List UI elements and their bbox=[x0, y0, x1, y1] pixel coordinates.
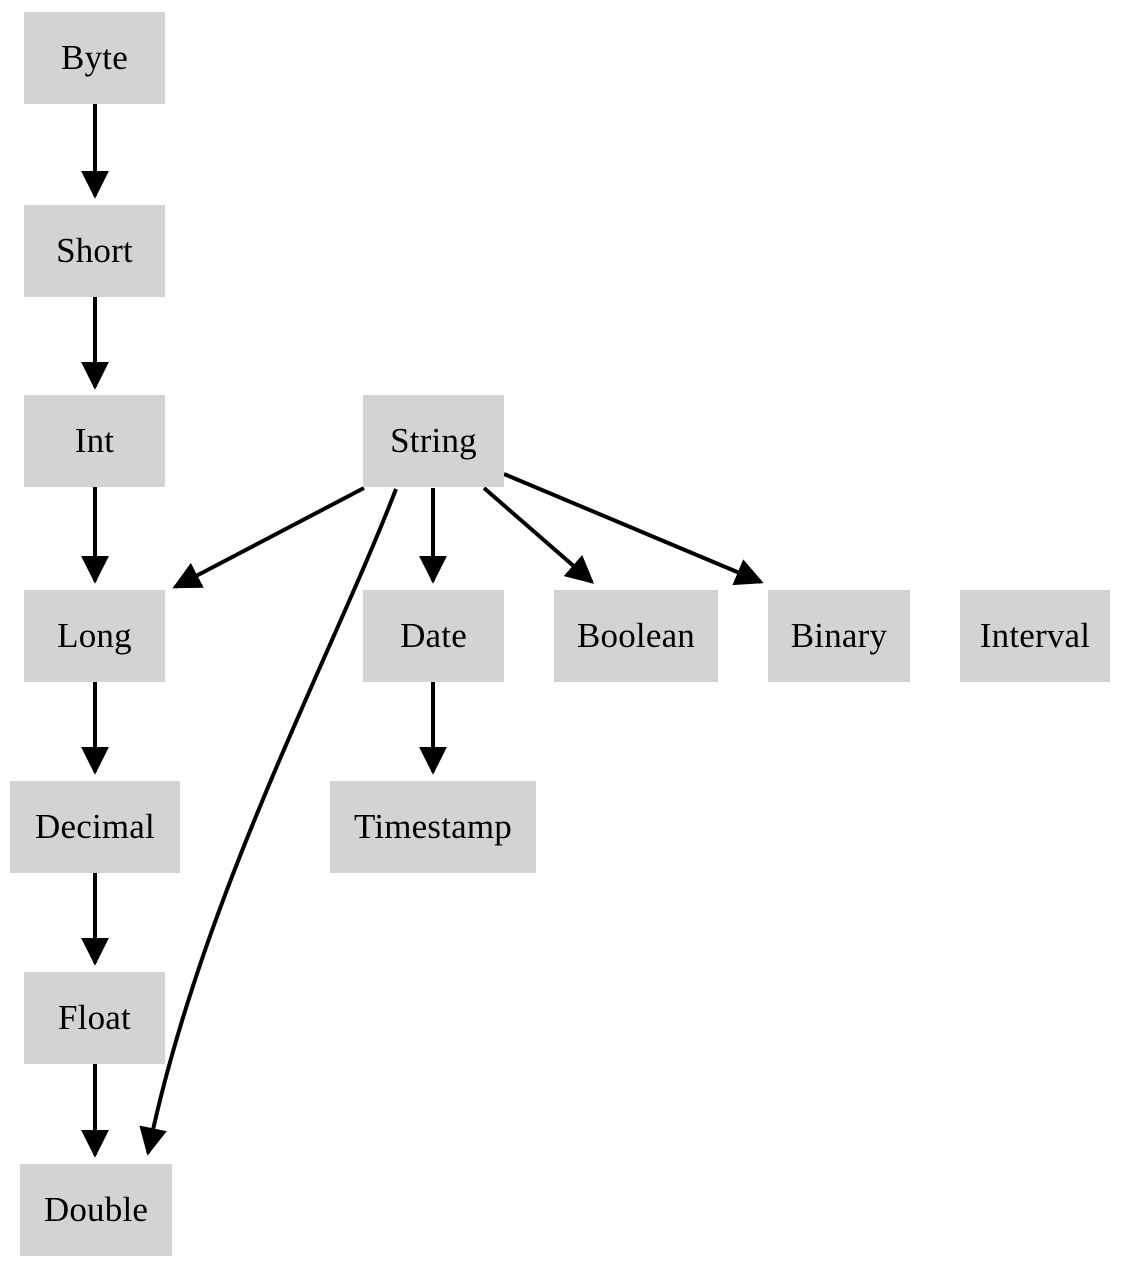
node-label: Float bbox=[58, 997, 131, 1037]
node-label: Decimal bbox=[35, 806, 155, 846]
node-byte[interactable]: Byte bbox=[24, 12, 165, 104]
node-label: Timestamp bbox=[353, 806, 513, 846]
node-decimal[interactable]: Decimal bbox=[10, 781, 180, 873]
node-double[interactable]: Double bbox=[20, 1164, 172, 1256]
node-label: Binary bbox=[790, 615, 888, 655]
node-float[interactable]: Float bbox=[24, 972, 165, 1064]
node-label: Short bbox=[56, 230, 133, 270]
node-interval[interactable]: Interval bbox=[960, 590, 1110, 682]
node-label: Boolean bbox=[576, 615, 696, 655]
node-int[interactable]: Int bbox=[24, 395, 165, 487]
node-label: Long bbox=[57, 615, 132, 655]
edge-string-to-binary bbox=[503, 472, 764, 586]
node-boolean[interactable]: Boolean bbox=[554, 590, 718, 682]
node-binary[interactable]: Binary bbox=[768, 590, 910, 682]
node-label: Byte bbox=[61, 37, 128, 77]
node-short[interactable]: Short bbox=[24, 205, 165, 297]
node-long[interactable]: Long bbox=[24, 590, 165, 682]
node-label: Double bbox=[43, 1189, 149, 1229]
node-label: String bbox=[390, 420, 477, 460]
edge-string-to-boolean bbox=[482, 486, 595, 584]
node-timestamp[interactable]: Timestamp bbox=[330, 781, 536, 873]
node-date[interactable]: Date bbox=[363, 590, 504, 682]
node-label: Int bbox=[74, 420, 115, 460]
edge-string-to-long bbox=[172, 486, 365, 589]
node-label: Date bbox=[400, 615, 467, 655]
node-label: Interval bbox=[979, 615, 1091, 655]
node-string[interactable]: String bbox=[363, 395, 504, 487]
